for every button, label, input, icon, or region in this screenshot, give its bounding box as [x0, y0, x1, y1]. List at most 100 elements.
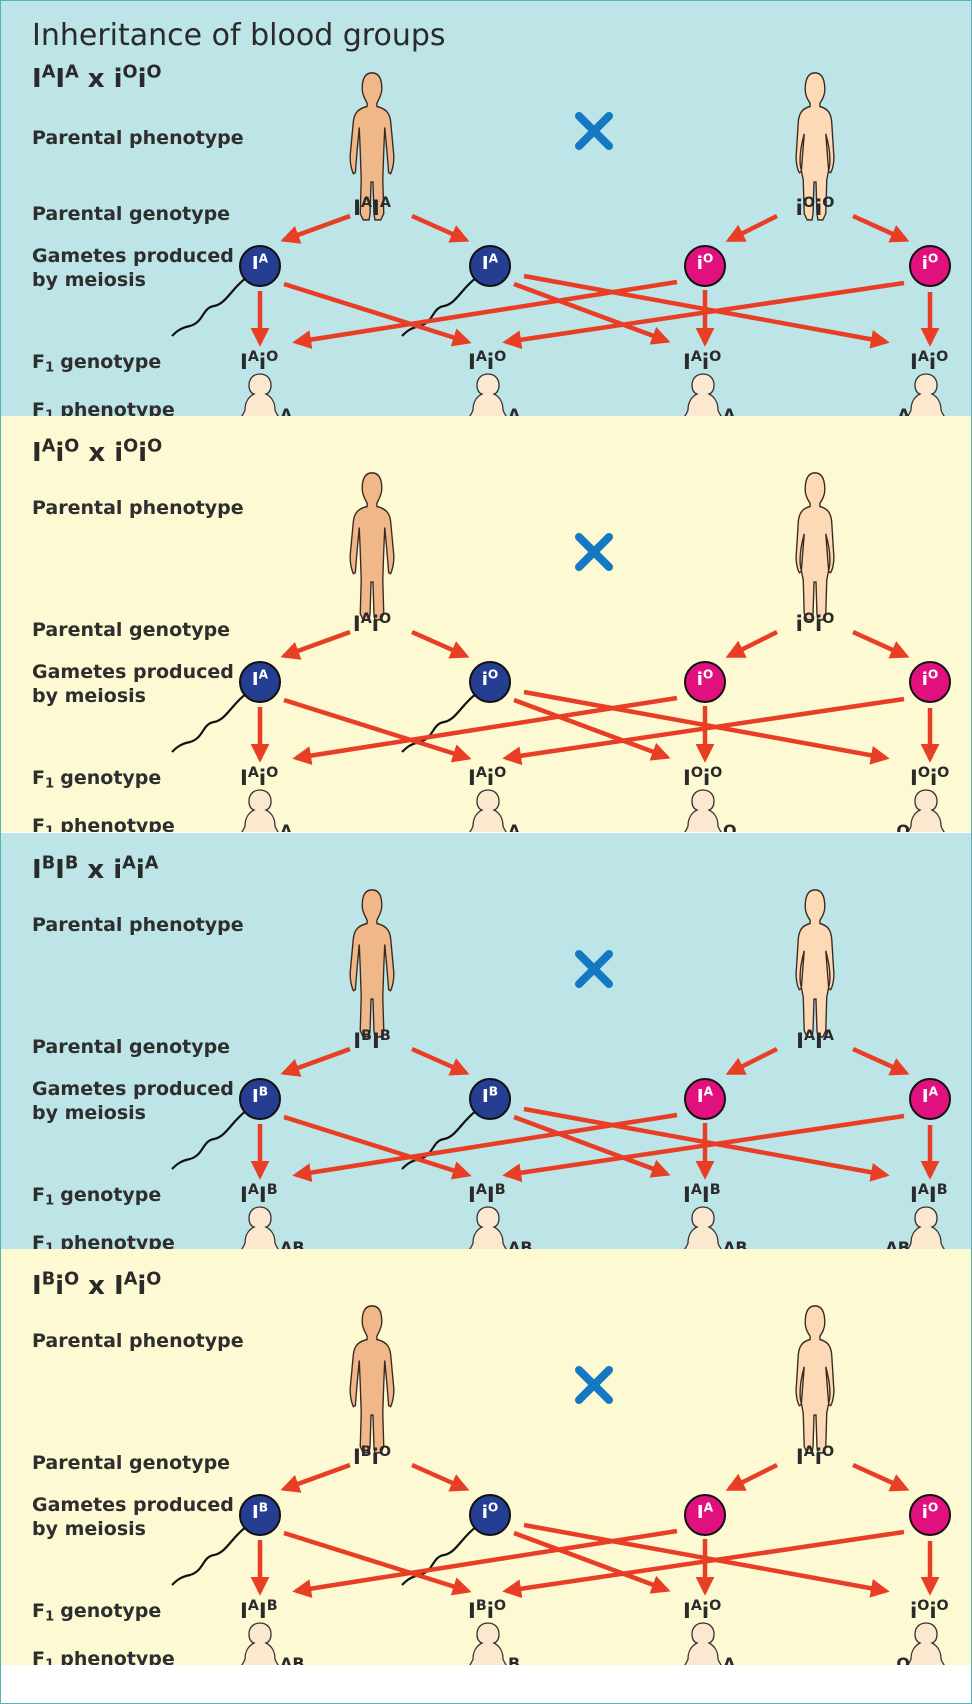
allele-letter: i: [795, 612, 803, 636]
allele-superscript: B: [266, 1598, 278, 1615]
allele-letter: i: [702, 766, 711, 790]
fertilization-arrow: [513, 1530, 671, 1594]
cross-label-letter: I: [32, 64, 42, 94]
allele-superscript: A: [360, 195, 372, 212]
allele-superscript: O: [927, 1500, 939, 1515]
allele-superscript: A: [379, 195, 391, 212]
cross-icon: [575, 1366, 613, 1404]
male-gamete-circle: [239, 245, 281, 287]
allele-superscript: A: [690, 1598, 702, 1615]
allele-superscript: A: [360, 611, 372, 628]
allele-superscript: A: [247, 1598, 259, 1615]
label-subscript: 1: [44, 1657, 55, 1665]
label-suffix: genotype: [60, 351, 162, 373]
cross-label-letter: i: [138, 438, 148, 468]
offspring-phenotype: O: [723, 821, 737, 832]
label-gametes-line2: by meiosis: [32, 269, 146, 291]
allele-letter: I: [910, 1183, 918, 1207]
label-subscript: 1: [44, 1609, 55, 1625]
allele-letter: i: [258, 766, 267, 790]
allele-letter: I: [701, 1183, 710, 1207]
male-gamete-circle: [239, 1494, 281, 1536]
label-suffix: genotype: [60, 767, 162, 789]
offspring-genotype: IAiO: [683, 350, 721, 374]
fertilization-arrow: [502, 1529, 905, 1599]
cross-label-letter: i: [55, 1271, 65, 1301]
allele-letter: I: [683, 1599, 691, 1623]
allele-superscript: O: [937, 765, 950, 782]
male-parent-genotype: IBIB: [353, 1029, 390, 1053]
fertilization-arrow: [502, 280, 905, 350]
allele-letter: I: [486, 1183, 495, 1207]
cross-label-superscript: B: [41, 853, 56, 874]
allele-superscript: A: [822, 1028, 834, 1045]
cross-label-superscript: O: [64, 1269, 80, 1290]
label-gametes-line1: Gametes produced: [32, 661, 234, 683]
allele-superscript: A: [917, 1182, 929, 1199]
allele-superscript: O: [487, 1500, 499, 1515]
allele-letter: I: [240, 350, 248, 374]
allele-superscript: A: [803, 1028, 815, 1045]
label-parental-genotype: Parental genotype: [32, 203, 231, 225]
label-prefix: F: [32, 1600, 45, 1622]
female-gamete-label: iO: [910, 668, 950, 690]
allele-superscript: B: [475, 1598, 487, 1615]
fertilization-arrow: [513, 1114, 671, 1178]
cross-label-letter: i: [55, 438, 65, 468]
label-suffix: phenotype: [60, 399, 175, 416]
female-parent-genotype: iOiO: [796, 196, 835, 220]
allele-superscript: O: [802, 195, 815, 212]
allele-letter: I: [240, 1599, 248, 1623]
label-suffix: genotype: [60, 1184, 162, 1206]
male-parent-genotype: IAIA: [353, 196, 391, 220]
meiosis-arrow: [852, 629, 910, 659]
fertilization-arrow: [283, 1114, 472, 1180]
baby-icon: [469, 1622, 507, 1665]
allele-superscript: O: [936, 1598, 949, 1615]
label-parental-phenotype: Parental phenotype: [32, 497, 244, 519]
male-gamete-label: IA: [470, 252, 510, 274]
meiosis-arrow: [280, 1046, 351, 1077]
cross-label-letter: i: [113, 64, 123, 94]
cross-label-letter: i: [114, 438, 124, 468]
allele-letter: i: [696, 253, 703, 274]
fertilization-arrow: [292, 1528, 678, 1598]
cross-label: IAiO x iOiO: [32, 437, 162, 468]
allele-letter: I: [468, 1599, 476, 1623]
male-gamete-circle: [469, 1494, 511, 1536]
male-gamete-circle: [469, 245, 511, 287]
offspring-genotype: iOiO: [910, 1599, 949, 1623]
meiosis-arrow: [725, 1046, 779, 1076]
allele-letter: i: [486, 766, 495, 790]
cross-label-letter: I: [32, 1271, 42, 1301]
allele-superscript: A: [247, 349, 259, 366]
allele-superscript: A: [690, 349, 702, 366]
offspring-phenotype: A: [280, 821, 293, 832]
allele-superscript: O: [690, 765, 703, 782]
fertilization-arrow: [292, 279, 678, 349]
allele-letter: I: [796, 1029, 804, 1053]
cross-artwork: [171, 72, 951, 416]
allele-letter: I: [795, 1445, 804, 1469]
offspring-genotype: IAIB: [240, 1183, 278, 1207]
offspring-genotype: IAIB: [240, 1599, 278, 1623]
allele-superscript: O: [802, 611, 815, 628]
offspring-genotype: IAiO: [468, 350, 506, 374]
allele-superscript: B: [379, 1028, 391, 1045]
page-title: Inheritance of blood groups: [32, 18, 446, 53]
label-subscript: 1: [44, 824, 55, 832]
allele-letter: I: [683, 1183, 691, 1207]
allele-superscript: O: [494, 765, 507, 782]
allele-letter: i: [795, 196, 803, 220]
baby-icon: [241, 789, 279, 832]
label-parental-genotype: Parental genotype: [32, 619, 231, 641]
male-parent-genotype: IAiO: [353, 612, 391, 636]
male-gamete-label: IB: [470, 1085, 510, 1107]
allele-letter: i: [258, 350, 267, 374]
allele-letter: I: [251, 253, 259, 274]
allele-superscript: O: [821, 1444, 835, 1461]
